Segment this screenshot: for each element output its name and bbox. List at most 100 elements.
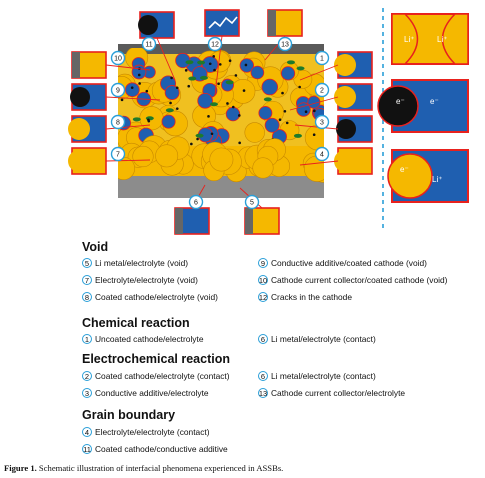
conductive-additive [286,60,295,65]
legend-number: 13 [258,388,268,398]
svg-text:9: 9 [116,88,120,95]
legend-void-title: Void [82,240,109,254]
electrolyte-particle [261,78,279,96]
legend-number: 11 [82,444,92,454]
electrolyte-particle [197,92,213,109]
li-ion-label-right: Li⁺ [437,35,447,44]
leader-line [289,96,339,111]
svg-text:5: 5 [250,200,254,207]
void-dot [283,109,287,113]
figure-caption: Figure 1. Schematic illustration of inte… [4,463,283,473]
conductive-additive [209,102,218,107]
callout-10: 10 [110,50,126,66]
legend-number: 12 [258,292,268,302]
legend-text: Li metal/electrolyte (contact) [271,371,376,381]
conductive-additive [188,76,197,81]
electrolyte-grain [252,157,274,179]
legend-text: Conductive additive/electrolyte [95,388,209,398]
svg-text:8: 8 [116,120,120,127]
void-dot [175,107,179,110]
caption-label: Figure 1. [4,463,37,473]
svg-text:2: 2 [320,88,324,95]
electrolyte-particle [280,66,296,81]
void-dot [210,132,214,136]
void-dot [231,105,235,109]
legend-number: 2 [82,371,92,381]
conductive-additive [263,97,272,102]
inset-box [138,11,175,39]
void-dot [120,98,124,102]
inset-li-transfer: Li⁺ Li⁺ [391,13,469,65]
legend-text: Coated cathode/conductive additive [95,444,228,454]
legend-text: Li metal/electrolyte (void) [95,258,189,268]
svg-text:4: 4 [320,152,324,159]
callout-13: 13 [277,36,293,52]
callout-11: 11 [141,36,157,52]
legend-text: Coated cathode/electrolyte (contact) [95,371,230,381]
svg-text:13: 13 [281,42,289,49]
legend-number: 1 [82,334,92,344]
void-dot [213,68,216,72]
legend-text: Cathode current collector/electrolyte [271,388,406,398]
void-dot [138,82,141,85]
void-dot [304,110,308,114]
void-dot [217,82,220,86]
void-dot [228,59,232,63]
void-dot [218,63,222,66]
void-dot [237,114,241,117]
void-dot [145,89,149,93]
leader-line [105,159,151,162]
legend-number: 10 [258,275,268,285]
electrolyte-particle [250,65,265,80]
void-dot [242,89,246,92]
callout-6: 6 [188,194,204,210]
conductive-additive [145,116,154,121]
svg-text:12: 12 [211,42,219,49]
conductive-additive [293,133,302,138]
void-dot [212,55,216,58]
electrolyte-particle [164,85,180,100]
void-dot [137,73,141,77]
li-ion-label-bottom: Li⁺ [432,175,442,184]
inset-electron-transfer: e⁻ e⁻ [377,79,469,133]
legend-text: Conductive additive/coated cathode (void… [271,258,427,268]
inset-box [334,83,373,111]
particle-layer [118,48,324,183]
electrolyte-particle [296,102,311,117]
callout-9: 9 [110,82,126,98]
electrolyte-particle [125,82,140,98]
void-dot [147,118,150,122]
electrolyte-particle [225,106,241,122]
leader-line [105,96,161,101]
void-dot [175,86,179,90]
inset-box [71,51,107,79]
void-dot [196,137,199,141]
leader-line [105,64,151,71]
legend-electrochemical-title: Electrochemical reaction [82,352,230,366]
cathode-particle [244,122,265,143]
legend-number: 9 [258,258,268,268]
cathode-particle [304,124,324,151]
legend-number: 5 [82,258,92,268]
li-ion-label-left: Li⁺ [404,35,414,44]
conductive-additive [132,117,141,122]
inset-box [68,115,107,143]
legend-number: 6 [258,334,268,344]
legend-text: Cracks in the cathode [271,292,353,302]
electrolyte-grain [155,144,179,168]
inset-box [334,51,373,79]
legend-number: 8 [82,292,92,302]
void-dot [187,84,191,88]
conductive-additive [199,75,208,80]
legend-grain-title: Grain boundary [82,408,176,422]
void-dot [184,69,188,72]
